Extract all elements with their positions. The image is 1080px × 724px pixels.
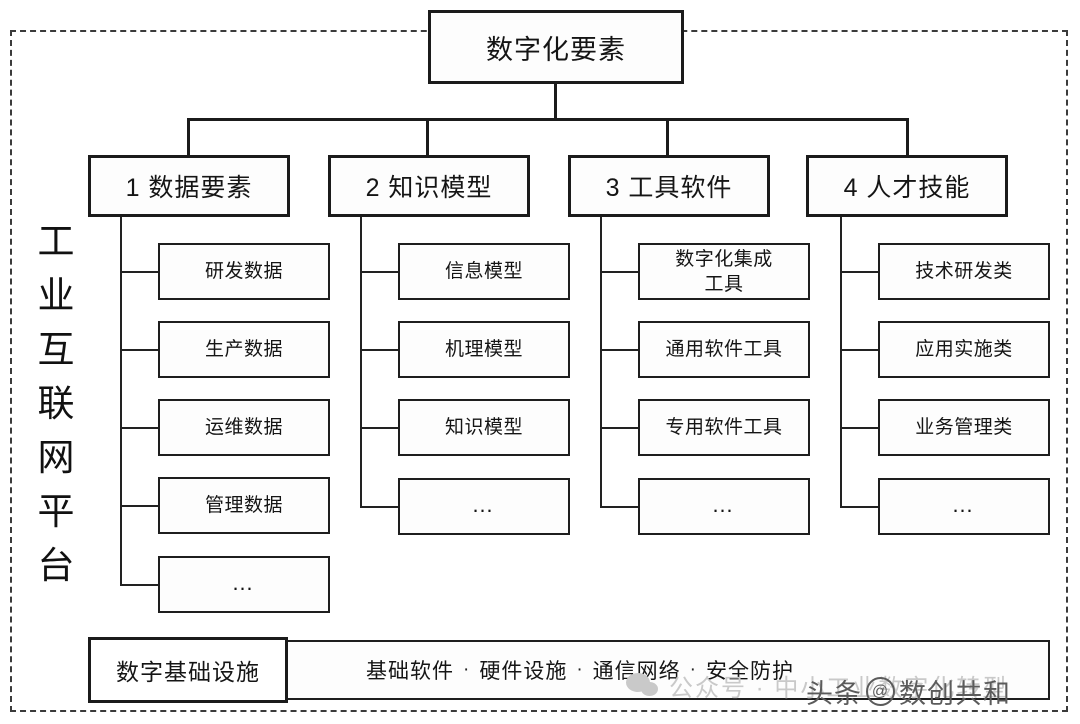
sub-box-4-4: … [878, 478, 1050, 535]
category-label-2: 2 知识模型 [365, 174, 493, 202]
sub-label-3-4: … [711, 491, 737, 517]
connector-drop-category-3 [666, 118, 669, 156]
category-box-4: 4 人才技能 [806, 155, 1008, 217]
connector-stub-1-5 [120, 584, 158, 586]
connector-drop-category-2 [426, 118, 429, 156]
sub-label-4-1: 技术研发类 [915, 260, 1013, 282]
platform-label-char-0: 工 [37, 221, 75, 262]
sub-label-2-1: 信息模型 [444, 260, 523, 282]
connector-root-drop [554, 84, 557, 120]
sub-label-4-2: 应用实施类 [915, 338, 1013, 360]
infrastructure-label: 数字基础设施 [116, 659, 260, 685]
sub-box-1-1: 研发数据 [158, 243, 330, 300]
connector-bus-horizontal [187, 118, 909, 121]
sub-box-2-4: … [398, 478, 570, 535]
sub-label-1-1: 研发数据 [204, 260, 283, 282]
sub-label-2-3: 知识模型 [444, 416, 523, 438]
infrastructure-label-box: 数字基础设施 [88, 637, 288, 703]
infrastructure-separator-2: · [576, 659, 584, 680]
connector-stub-2-3 [360, 427, 398, 429]
sub-box-1-2: 生产数据 [158, 321, 330, 378]
connector-stub-3-4 [600, 506, 638, 508]
connector-drop-category-1 [187, 118, 190, 156]
sub-box-3-3: 专用软件工具 [638, 399, 810, 456]
sub-box-3-2: 通用软件工具 [638, 321, 810, 378]
connector-stub-3-2 [600, 349, 638, 351]
category-box-3: 3 工具软件 [568, 155, 770, 217]
connector-stub-1-4 [120, 505, 158, 507]
connector-stub-4-3 [840, 427, 878, 429]
connector-stub-1-3 [120, 427, 158, 429]
platform-label-char-3: 联 [37, 383, 75, 424]
connector-stub-3-3 [600, 427, 638, 429]
infrastructure-separator-1: · [463, 659, 471, 680]
connector-stub-1-1 [120, 271, 158, 273]
platform-label-char-4: 网 [37, 437, 75, 478]
infrastructure-item-list: 基础软件 · 硬件设施 · 通信网络 · 安全防护 [366, 655, 794, 685]
sub-box-4-1: 技术研发类 [878, 243, 1050, 300]
sub-label-4-4: … [951, 491, 977, 517]
platform-label-char-5: 平 [37, 491, 75, 532]
sub-label-3-2: 通用软件工具 [665, 338, 783, 360]
category-label-1: 1 数据要素 [125, 174, 253, 202]
category-box-1: 1 数据要素 [88, 155, 290, 217]
connector-trunk-2 [360, 217, 362, 508]
sub-label-1-3: 运维数据 [204, 416, 283, 438]
sub-label-2-4: … [471, 491, 497, 517]
platform-label-char-6: 台 [37, 545, 75, 586]
infrastructure-item-4: 安全防护 [705, 660, 794, 683]
connector-stub-2-2 [360, 349, 398, 351]
infrastructure-bar: 基础软件 · 硬件设施 · 通信网络 · 安全防护 [276, 640, 1050, 700]
connector-stub-1-2 [120, 349, 158, 351]
connector-drop-category-4 [906, 118, 909, 156]
sub-label-1-5: … [231, 569, 257, 595]
sub-box-2-2: 机理模型 [398, 321, 570, 378]
sub-box-1-4: 管理数据 [158, 477, 330, 534]
sub-box-1-5: … [158, 556, 330, 613]
root-node-digital-elements: 数字化要素 [428, 10, 684, 84]
category-box-2: 2 知识模型 [328, 155, 530, 217]
connector-trunk-3 [600, 217, 602, 508]
connector-trunk-4 [840, 217, 842, 508]
sub-label-2-2: 机理模型 [444, 338, 523, 360]
platform-label-char-2: 互 [37, 329, 75, 370]
platform-label-char-1: 业 [37, 275, 75, 316]
root-node-label: 数字化要素 [486, 34, 626, 65]
connector-stub-4-2 [840, 349, 878, 351]
infrastructure-separator-3: · [689, 659, 697, 680]
connector-stub-4-1 [840, 271, 878, 273]
sub-label-3-3: 专用软件工具 [665, 416, 783, 438]
connector-stub-2-1 [360, 271, 398, 273]
sub-label-4-3: 业务管理类 [915, 416, 1013, 438]
category-label-3: 3 工具软件 [605, 174, 733, 202]
category-label-4: 4 人才技能 [843, 174, 971, 202]
infrastructure-item-2: 硬件设施 [479, 660, 568, 683]
connector-trunk-1 [120, 217, 122, 586]
connector-stub-4-4 [840, 506, 878, 508]
sub-box-4-3: 业务管理类 [878, 399, 1050, 456]
sub-label-1-4: 管理数据 [204, 494, 283, 516]
sub-box-3-1: 数字化集成 工具 [638, 243, 810, 300]
sub-box-3-4: … [638, 478, 810, 535]
connector-stub-2-4 [360, 506, 398, 508]
sub-box-4-2: 应用实施类 [878, 321, 1050, 378]
sub-box-1-3: 运维数据 [158, 399, 330, 456]
infrastructure-item-1: 基础软件 [366, 660, 454, 683]
sub-box-2-1: 信息模型 [398, 243, 570, 300]
connector-stub-3-1 [600, 271, 638, 273]
infrastructure-item-3: 通信网络 [592, 660, 681, 683]
platform-vertical-label: 工 业 互 联 网 平 台 [28, 215, 84, 593]
sub-label-3-1: 数字化集成 工具 [675, 248, 773, 295]
sub-label-1-2: 生产数据 [204, 338, 283, 360]
sub-box-2-3: 知识模型 [398, 399, 570, 456]
